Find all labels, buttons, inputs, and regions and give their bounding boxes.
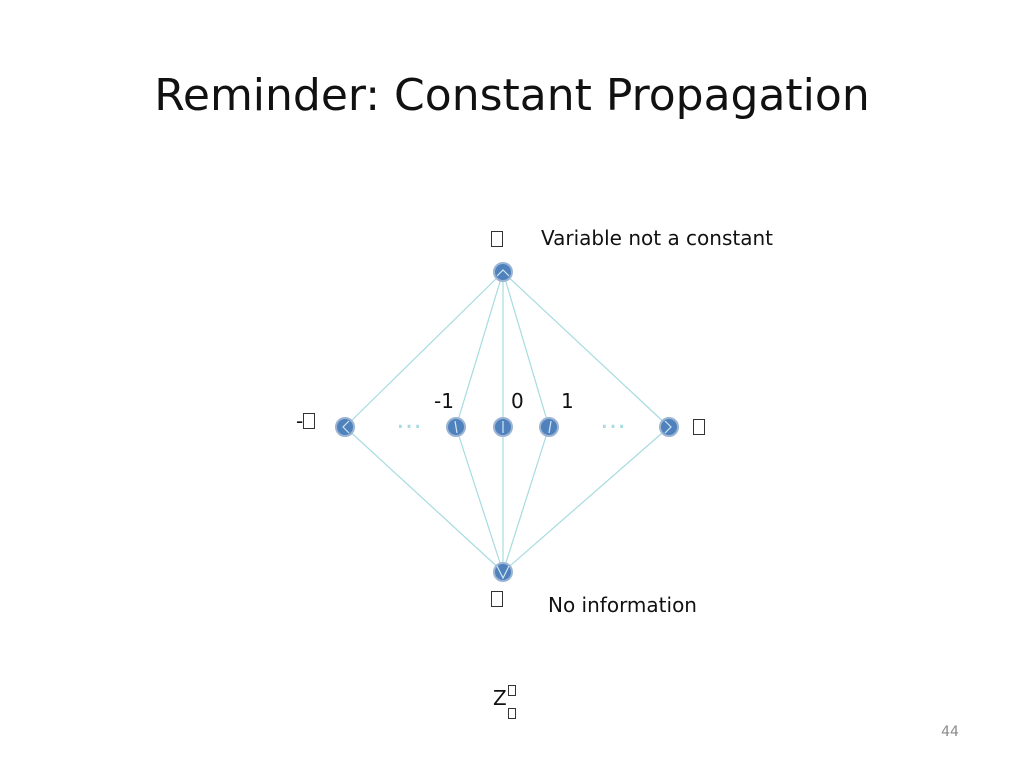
node-bottom xyxy=(493,562,513,582)
edge-right-end-bottom xyxy=(502,426,670,573)
ellipsis-right: … xyxy=(600,405,626,435)
node-right-end xyxy=(659,417,679,437)
node-pos1 xyxy=(539,417,559,437)
top-symbol-glyph xyxy=(491,231,503,247)
set-label: Z xyxy=(493,685,517,719)
node-neg1 xyxy=(446,417,466,437)
value-label-zero: 0 xyxy=(511,389,524,413)
edge-pos1-bottom xyxy=(502,426,550,573)
page-number: 44 xyxy=(941,724,959,740)
set-label-superscript-glyph xyxy=(507,685,516,696)
top-description: Variable not a constant xyxy=(541,226,774,250)
edge-top-neg1 xyxy=(455,271,504,428)
node-zero xyxy=(493,417,513,437)
set-label-scripts xyxy=(507,685,517,719)
left-end-glyph xyxy=(303,413,316,429)
left-end-label: - xyxy=(296,409,316,433)
ellipsis-left: … xyxy=(396,405,422,435)
bottom-symbol-glyph xyxy=(491,591,503,607)
bottom-description: No information xyxy=(548,593,697,617)
set-label-subscript-glyph xyxy=(507,708,516,719)
edge-top-left-end xyxy=(344,271,504,428)
edge-neg1-bottom xyxy=(455,426,504,573)
value-label-pos1: 1 xyxy=(561,389,574,413)
node-left-end xyxy=(335,417,355,437)
edge-top-right-end xyxy=(502,271,670,428)
top-symbol xyxy=(491,227,503,251)
node-top xyxy=(493,262,513,282)
right-end-glyph xyxy=(693,419,705,435)
slide-title: Reminder: Constant Propagation xyxy=(154,70,870,121)
edge-top-pos1 xyxy=(502,271,550,428)
value-label-neg1: -1 xyxy=(434,389,454,413)
edge-left-end-bottom xyxy=(344,426,504,573)
right-end-label xyxy=(693,415,705,439)
bottom-symbol xyxy=(491,587,503,611)
